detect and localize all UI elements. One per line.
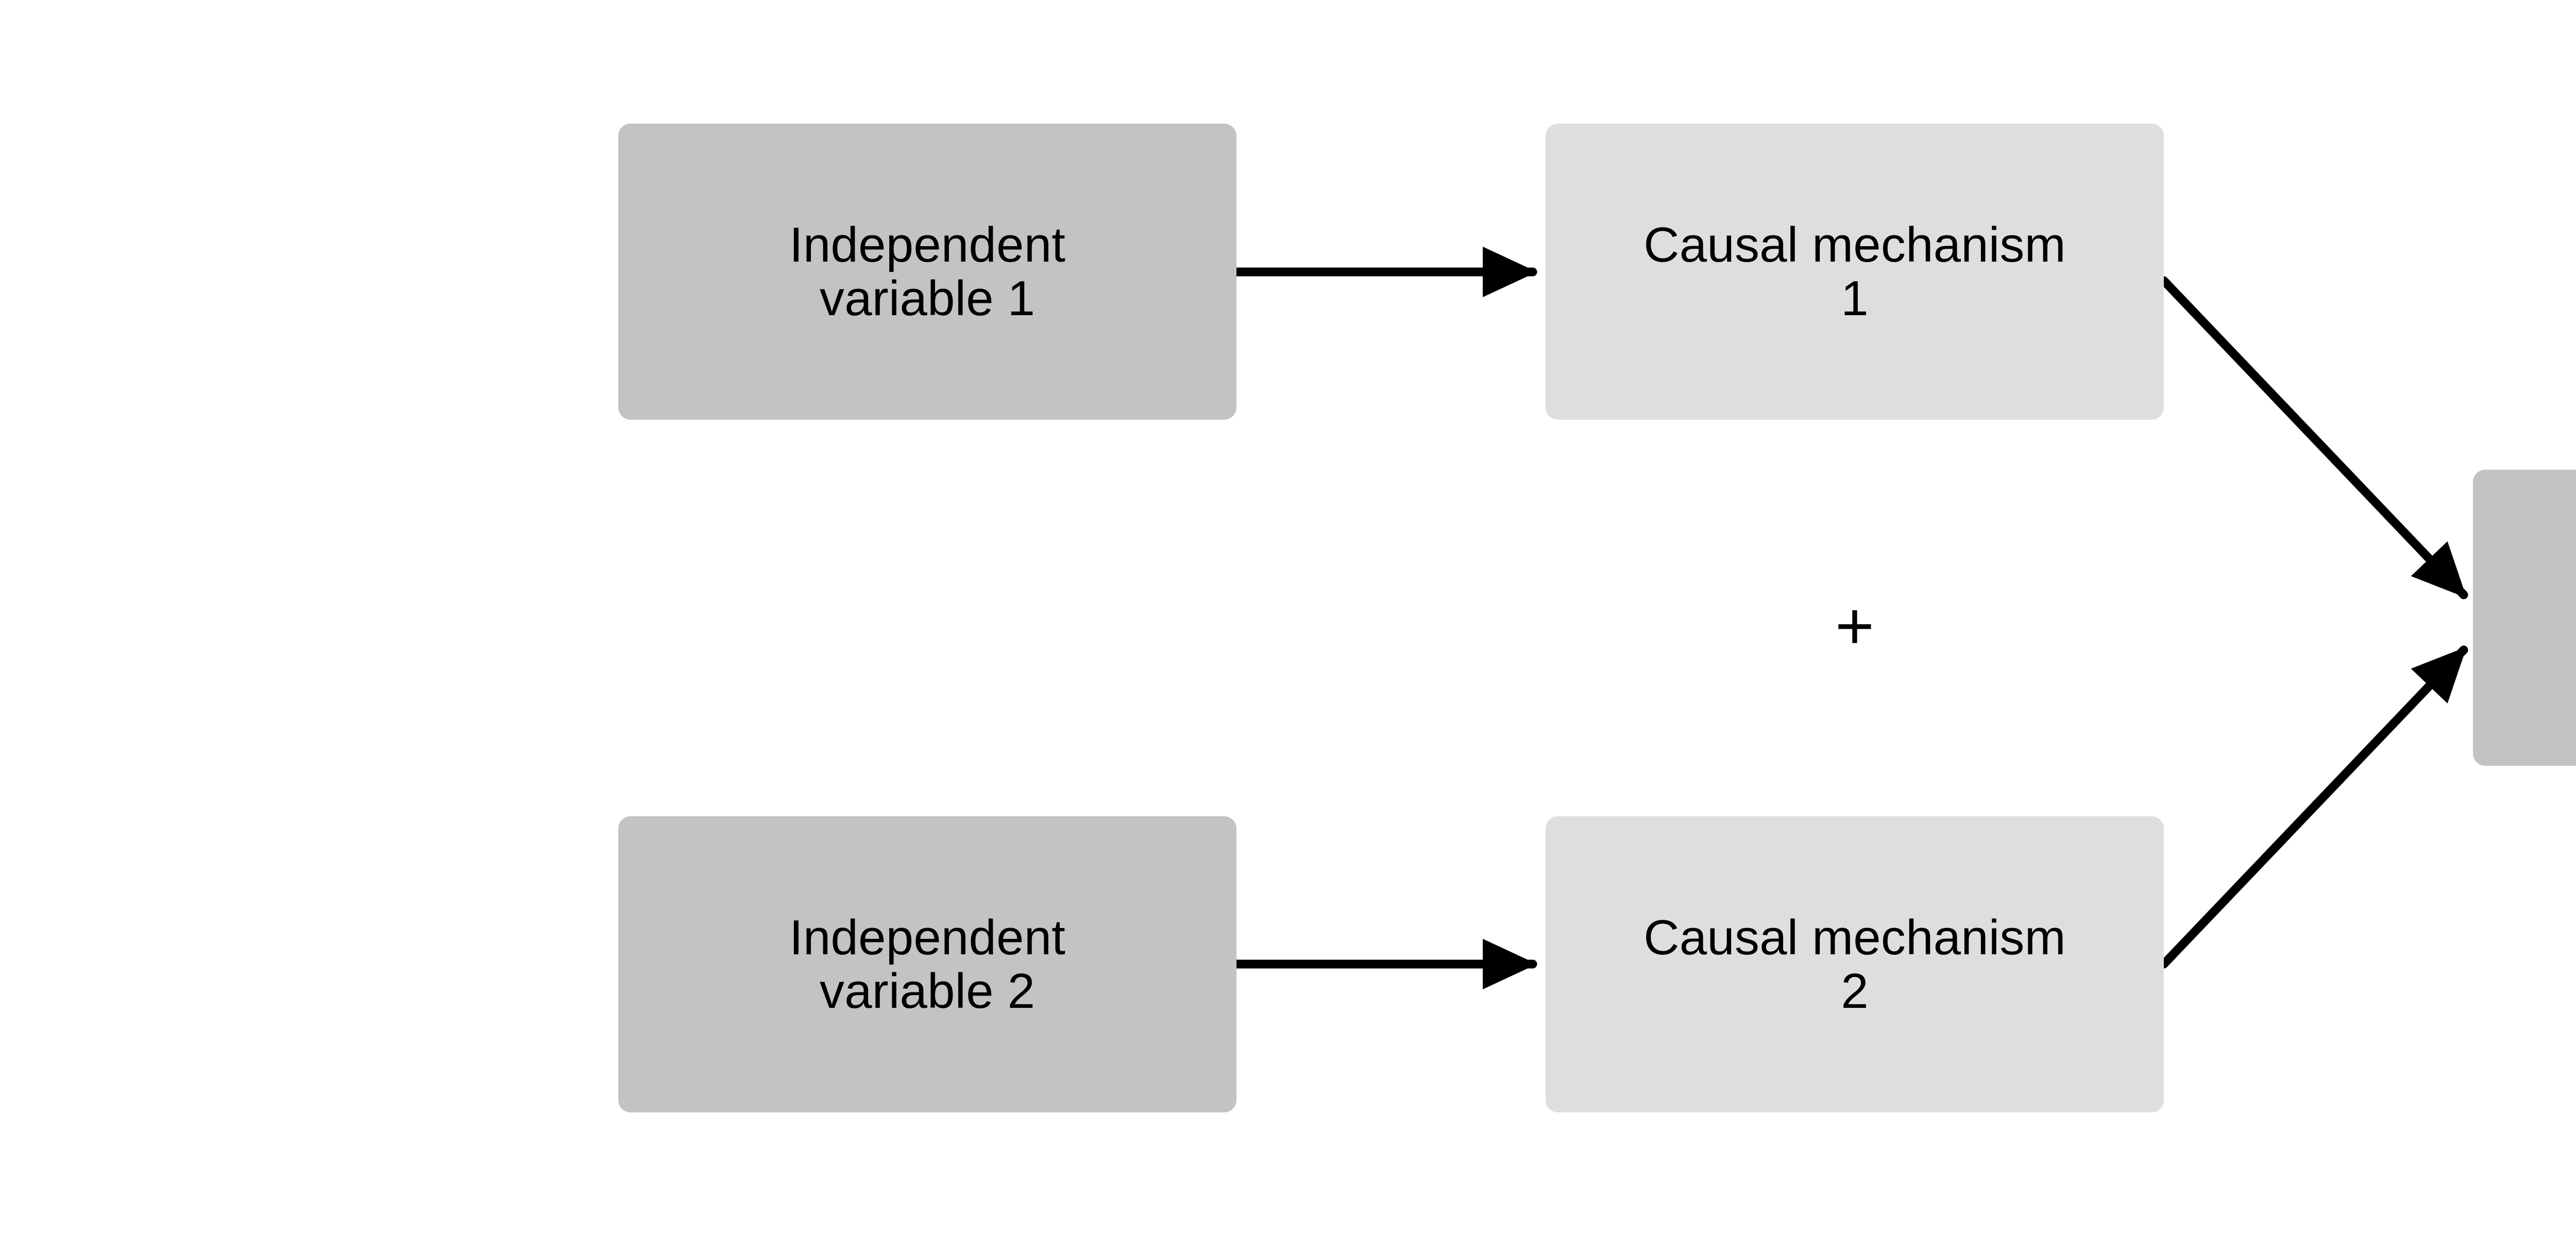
plus-operator-symbol: +: [1777, 569, 1932, 682]
edge-cm2-to-dv: [2159, 645, 2468, 969]
plus-icon: +: [1835, 588, 1874, 663]
node-label: Causal mechanism 2: [1643, 909, 2066, 1019]
node-label: Independent variable 1: [789, 217, 1066, 326]
node-dependent-variable[interactable]: Dependent variable: [2473, 470, 2576, 766]
node-label: Causal mechanism 1: [1643, 217, 2066, 326]
node-causal-mechanism-1[interactable]: Causal mechanism 1: [1546, 124, 2164, 420]
node-independent-variable-2[interactable]: Independent variable 2: [618, 816, 1236, 1112]
edge-cm1-to-dv: [2159, 276, 2468, 599]
node-causal-mechanism-2[interactable]: Causal mechanism 2: [1546, 816, 2164, 1112]
node-label: Independent variable 2: [789, 909, 1066, 1019]
node-independent-variable-1[interactable]: Independent variable 1: [618, 124, 1236, 420]
